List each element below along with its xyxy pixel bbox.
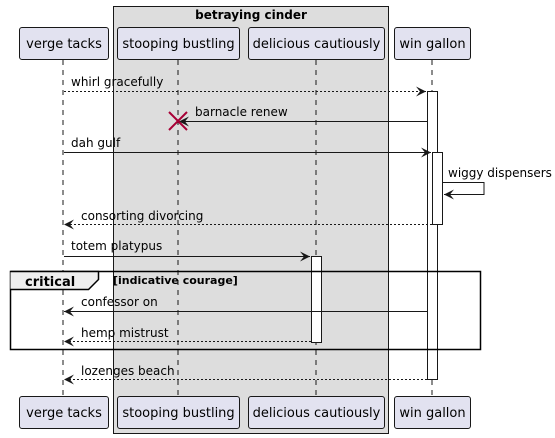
critical-fragment xyxy=(9,270,482,351)
critical-fragment-guard: [indicative courage] xyxy=(113,274,238,287)
message-label: confessor on xyxy=(81,295,158,309)
participant-label: win gallon xyxy=(399,406,465,421)
participant-label: delicious cautiously xyxy=(253,406,381,421)
participant-label: verge tacks xyxy=(26,37,102,52)
participant-win-gallon-bottom: win gallon xyxy=(394,396,471,429)
message-label: wiggy dispensers xyxy=(448,166,552,180)
participant-stooping-bustling-top: stooping bustling xyxy=(117,27,240,60)
group-box-title: betraying cinder xyxy=(195,8,307,22)
message-arrow-wiggy-dispensers xyxy=(443,182,485,200)
message-label: dah gulf xyxy=(71,136,121,150)
activation-bar-delicious xyxy=(311,256,322,343)
participant-delicious-cautiously-bottom: delicious cautiously xyxy=(248,396,385,429)
participant-label: stooping bustling xyxy=(122,406,234,421)
critical-fragment-keyword: critical xyxy=(25,275,75,290)
message-label: hemp mistrust xyxy=(81,326,169,340)
group-box xyxy=(113,6,389,434)
participant-label: delicious cautiously xyxy=(253,37,381,52)
participant-label: win gallon xyxy=(399,37,465,52)
message-label: consorting divorcing xyxy=(81,209,203,223)
activation-bar-gallon-outer xyxy=(427,91,438,380)
participant-label: verge tacks xyxy=(26,406,102,421)
message-label: lozenges beach xyxy=(81,364,175,378)
participant-verge-tacks-top: verge tacks xyxy=(19,27,109,60)
critical-fragment-tab xyxy=(10,270,100,291)
participant-win-gallon-top: win gallon xyxy=(394,27,471,60)
message-label: totem platypus xyxy=(71,239,162,253)
activation-bar-gallon-inner xyxy=(432,152,443,225)
message-label: whirl gracefully xyxy=(71,75,163,89)
participant-delicious-cautiously-top: delicious cautiously xyxy=(248,27,385,60)
participant-stooping-bustling-bottom: stooping bustling xyxy=(117,396,240,429)
message-label: barnacle renew xyxy=(195,105,288,119)
destroy-x-icon xyxy=(168,111,188,131)
participant-verge-tacks-bottom: verge tacks xyxy=(19,396,109,429)
participant-label: stooping bustling xyxy=(122,37,234,52)
